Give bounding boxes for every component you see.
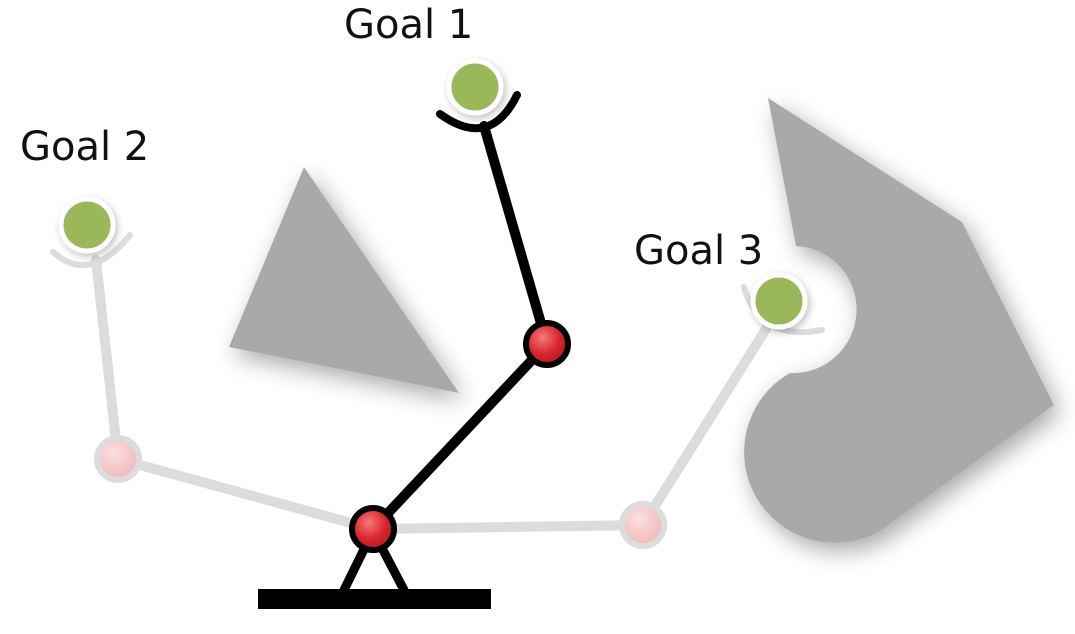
shoulder-joint <box>349 505 397 553</box>
triangle-obstacle <box>229 167 459 393</box>
goal-3-marker <box>750 272 808 330</box>
ghost-link-upper <box>638 324 771 530</box>
base-plate <box>258 589 491 609</box>
ghost-joint <box>94 435 142 483</box>
active-arm-goal-1 <box>349 91 571 553</box>
ghost-joint <box>619 501 667 549</box>
pentagon-obstacle <box>744 98 1054 543</box>
active-gripper-icon <box>436 91 521 133</box>
ghost-arm-goal-2 <box>50 232 378 534</box>
goal-1-marker <box>446 58 504 116</box>
active-link-lower <box>368 339 552 534</box>
goal-3-label: Goal 3 <box>634 228 764 274</box>
ghost-link-upper <box>91 255 123 464</box>
goal-2-label: Goal 2 <box>20 124 150 170</box>
goal-2-marker <box>58 196 116 254</box>
active-link-upper <box>479 121 552 349</box>
ghost-link-lower <box>368 520 648 534</box>
elbow-joint <box>523 320 571 368</box>
ghost-gripper-icon <box>50 232 133 269</box>
ghost-link-lower <box>113 454 378 534</box>
goal-1-label: Goal 1 <box>344 2 474 48</box>
